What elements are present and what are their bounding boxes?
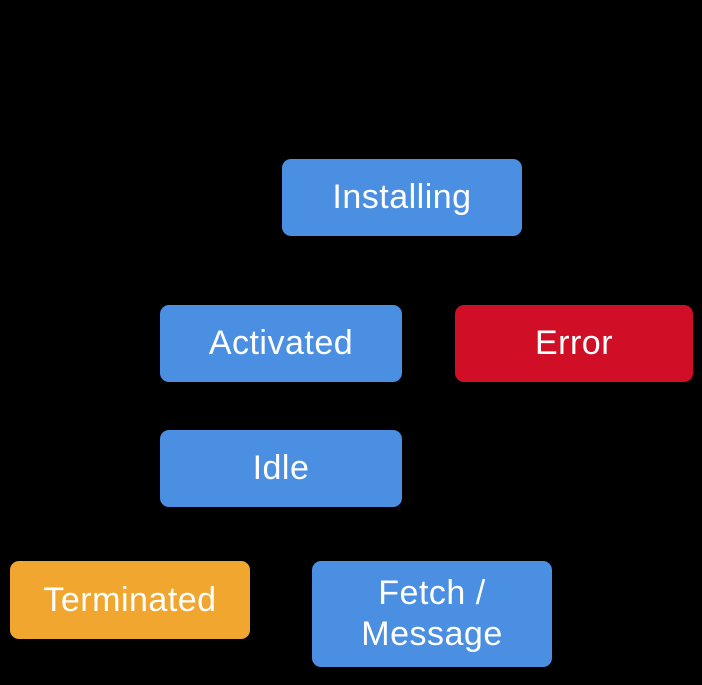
state-node-fetch-message: Fetch / Message [312,561,552,667]
state-node-installing: Installing [282,159,522,236]
state-node-terminated: Terminated [10,561,250,639]
state-label-terminated: Terminated [43,580,217,619]
state-node-activated: Activated [160,305,402,382]
state-label-idle: Idle [252,449,310,488]
state-node-idle: Idle [160,430,402,507]
state-label-installing: Installing [332,178,472,217]
state-label-error: Error [534,324,614,363]
state-label-activated: Activated [208,324,354,363]
state-node-error: Error [455,305,693,382]
state-label-fetch-message: Fetch / Message [361,574,503,653]
